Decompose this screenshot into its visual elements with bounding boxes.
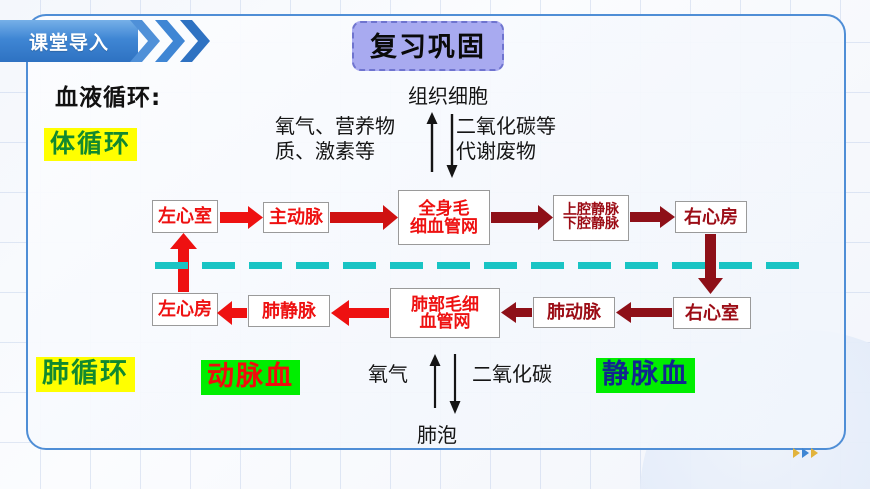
label-systemic-circulation: 体循环 xyxy=(44,128,138,161)
box-right-atrium[interactable]: 右心房 xyxy=(675,201,747,233)
label-pulmonary-circulation: 肺循环 xyxy=(36,357,135,392)
label-venous-blood: 静脉血 xyxy=(596,358,695,393)
box-left-atrium[interactable]: 左心房 xyxy=(152,293,218,326)
triangle-icon-3 xyxy=(811,448,818,458)
box-pulmonary-artery[interactable]: 肺动脉 xyxy=(533,297,615,328)
lung-exchange-right-label: 二氧化碳 xyxy=(472,364,552,386)
slide-advance-decoration xyxy=(793,448,818,458)
lung-exchange-left-label: 氧气 xyxy=(368,364,408,386)
circuit-divider xyxy=(155,262,803,269)
box-aorta[interactable]: 主动脉 xyxy=(263,202,329,233)
chevron-right-icon-1 xyxy=(130,20,160,62)
section-banner-label: 课堂导入 xyxy=(28,31,109,54)
label-arterial-blood: 动脉血 xyxy=(201,360,300,395)
section-heading: 血液循环: xyxy=(55,85,162,111)
triangle-icon-2 xyxy=(802,448,809,458)
section-banner: 课堂导入 xyxy=(0,20,218,62)
box-left-ventricle[interactable]: 左心室 xyxy=(152,200,218,233)
lung-exchange-labels: 氧气 二氧化碳 xyxy=(368,358,552,387)
alveoli-label: 肺泡 xyxy=(417,425,457,447)
triangle-icon-1 xyxy=(793,448,800,458)
arrow-down-icon-tissue xyxy=(446,114,458,178)
box-vena-cava[interactable]: 上腔静脉 下腔静脉 xyxy=(553,195,629,241)
arrow-down-icon-alveoli xyxy=(449,354,461,414)
chevron-right-icon-2 xyxy=(155,20,185,62)
page-title: 复习巩固 xyxy=(352,21,504,71)
chevron-right-icon-3 xyxy=(180,20,210,62)
box-lung-capillaries[interactable]: 肺部毛细 血管网 xyxy=(390,288,500,338)
tissue-inflow-label: 氧气、营养物 质、激素等 xyxy=(275,116,395,163)
arrow-up-icon-alveoli xyxy=(429,354,441,408)
tissue-outflow-label: 二氧化碳等 代谢废物 xyxy=(456,116,556,163)
page-title-text: 复习巩固 xyxy=(370,32,486,63)
tissue-cells-label: 组织细胞 xyxy=(408,86,488,108)
box-pulmonary-vein[interactable]: 肺静脉 xyxy=(248,295,330,327)
section-banner-body: 课堂导入 xyxy=(0,20,138,62)
box-body-capillaries[interactable]: 全身毛 细血管网 xyxy=(398,190,490,245)
box-right-ventricle[interactable]: 右心室 xyxy=(673,297,751,329)
arrow-up-icon-tissue xyxy=(426,112,438,172)
